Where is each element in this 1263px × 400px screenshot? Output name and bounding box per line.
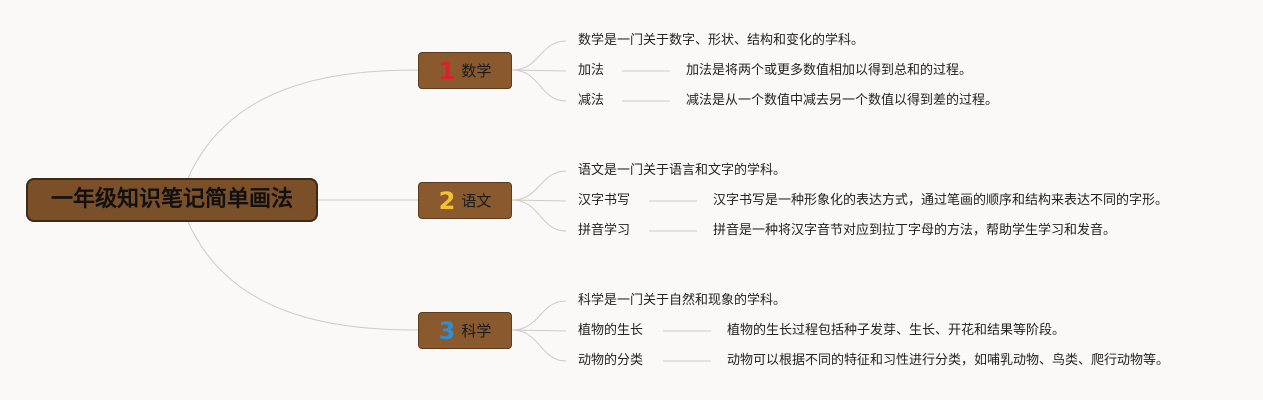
connector-b3-t1 <box>511 329 567 332</box>
topic-term[interactable]: 汉字书写 <box>578 193 631 208</box>
topic-term[interactable]: 植物的生长 <box>578 323 644 338</box>
branch-node-science[interactable]: 3 科学 <box>418 312 512 349</box>
topic-term[interactable]: 加法 <box>578 63 605 78</box>
branch-label: 语文 <box>461 192 492 210</box>
branch-label: 数学 <box>461 62 492 80</box>
connector-b2-t2 <box>511 199 567 232</box>
branch-description: 语文是一门关于语言和文字的学科。 <box>578 163 787 178</box>
topic-term[interactable]: 动物的分类 <box>578 353 644 368</box>
topic-definition: 动物可以根据不同的特征和习性进行分类，如哺乳动物、鸟类、爬行动物等。 <box>727 353 1170 368</box>
topic-definition: 减法是从一个数值中减去另一个数值以得到差的过程。 <box>686 93 999 108</box>
branch-number-badge: 2 <box>438 186 456 215</box>
branch-description: 科学是一门关于自然和现象的学科。 <box>578 293 787 308</box>
connector-b2-desc <box>511 170 567 201</box>
connector-b3-desc <box>511 300 567 331</box>
connector-b1-desc <box>511 40 567 71</box>
connector-root-branch-1 <box>187 69 419 179</box>
topic-definition: 植物的生长过程包括种子发芽、生长、开花和结果等阶段。 <box>727 323 1066 338</box>
branch-node-chinese[interactable]: 2 语文 <box>418 182 512 219</box>
branch-number-badge: 3 <box>438 316 456 345</box>
connector-b3-t2 <box>511 329 567 362</box>
topic-definition: 汉字书写是一种形象化的表达方式，通过笔画的顺序和结构来表达不同的字形。 <box>713 193 1169 208</box>
topic-term[interactable]: 减法 <box>578 93 605 108</box>
connector-root-branch-3 <box>187 221 419 331</box>
root-title: 一年级知识笔记简单画法 <box>50 187 293 212</box>
branch-description: 数学是一门关于数字、形状、结构和变化的学科。 <box>578 33 865 48</box>
topic-term[interactable]: 拼音学习 <box>578 223 631 238</box>
connector-b1-t2 <box>511 69 567 102</box>
branch-number-badge: 1 <box>438 56 456 85</box>
connector-b2-t1 <box>511 199 567 202</box>
branch-node-math[interactable]: 1 数学 <box>418 52 512 89</box>
branch-label: 科学 <box>461 322 492 340</box>
topic-definition: 加法是将两个或更多数值相加以得到总和的过程。 <box>686 63 973 78</box>
connector-b1-t1 <box>511 69 567 72</box>
root-node[interactable]: 一年级知识笔记简单画法 <box>26 178 318 222</box>
topic-definition: 拼音是一种将汉字音节对应到拉丁字母的方法，帮助学生学习和发音。 <box>713 223 1117 238</box>
